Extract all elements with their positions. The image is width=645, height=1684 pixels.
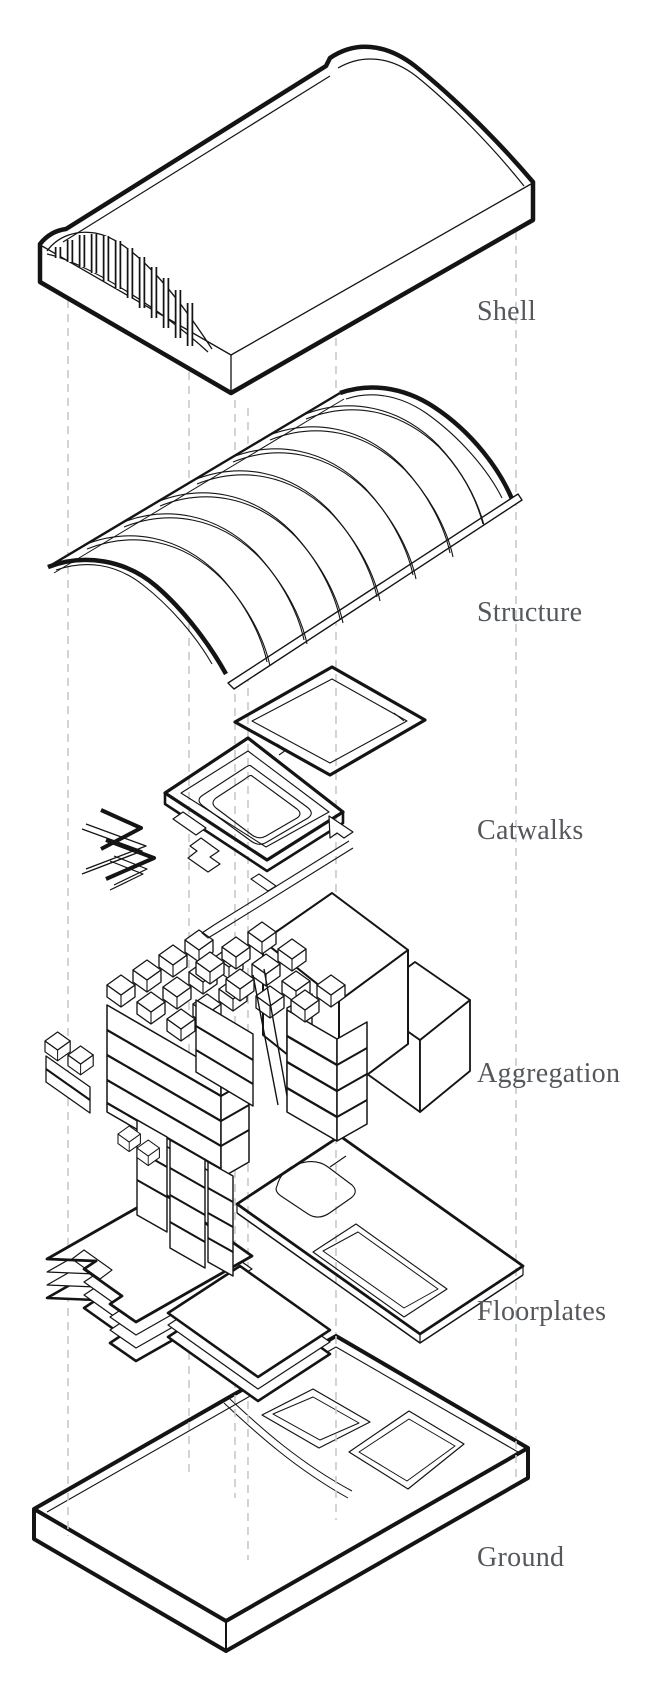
line-art-segment bbox=[348, 1410, 465, 1490]
layer-label-floorplates: Floorplates bbox=[477, 1296, 607, 1327]
line-art-segment bbox=[172, 811, 207, 836]
line-art-segment bbox=[56, 234, 192, 346]
line-art-segment bbox=[275, 1161, 356, 1218]
line-art-segment bbox=[329, 1155, 347, 1168]
line-art-segment bbox=[229, 1398, 353, 1492]
layer-label-catwalks: Catwalks bbox=[477, 815, 584, 846]
line-art-segment bbox=[337, 58, 525, 187]
shell-drawing bbox=[37, 44, 536, 396]
line-art-segment bbox=[162, 976, 192, 1010]
line-art-segment bbox=[46, 1346, 519, 1513]
line-art-segment bbox=[232, 452, 417, 580]
layer-label-ground: Ground bbox=[477, 1542, 565, 1573]
line-art-segment bbox=[193, 470, 378, 598]
line-art-segment bbox=[62, 75, 331, 243]
line-art-segment bbox=[229, 448, 414, 576]
floorplates-drawing bbox=[45, 1134, 525, 1403]
line-art-segment bbox=[81, 823, 147, 875]
line-art-segment bbox=[312, 1223, 448, 1318]
line-art-segment bbox=[109, 855, 148, 891]
line-art-segment bbox=[272, 1396, 360, 1441]
line-art-segment bbox=[266, 426, 451, 554]
line-art-segment bbox=[252, 968, 288, 1106]
line-art-segment bbox=[269, 430, 454, 558]
line-art-segment bbox=[136, 991, 166, 1025]
line-art-segment bbox=[358, 1418, 456, 1482]
line-art-segment bbox=[163, 793, 345, 873]
line-art-segment bbox=[32, 1448, 530, 1653]
line-art-segment bbox=[322, 1231, 439, 1309]
line-art-segment bbox=[37, 44, 536, 396]
layer-label-aggregation: Aggregation bbox=[477, 1058, 621, 1089]
line-art-segment bbox=[328, 815, 354, 839]
line-art-segment bbox=[132, 959, 162, 993]
line-art-segment bbox=[44, 1031, 71, 1062]
line-art-segment bbox=[106, 1029, 222, 1170]
line-art-segment bbox=[67, 1045, 94, 1076]
aggregation-drawing bbox=[44, 892, 471, 1277]
line-art-segment bbox=[136, 1119, 168, 1233]
line-art-segment bbox=[305, 409, 484, 525]
line-art-segment bbox=[180, 750, 330, 848]
line-art-segment bbox=[105, 838, 156, 881]
line-art-segment bbox=[55, 564, 213, 665]
line-art-segment bbox=[236, 1204, 524, 1343]
line-art-segment bbox=[71, 1249, 113, 1280]
projection-guide-tails bbox=[67, 1336, 517, 1560]
layer-label-shell: Shell bbox=[477, 296, 537, 327]
line-art-segment bbox=[47, 557, 228, 676]
line-art-segment bbox=[195, 999, 254, 1107]
line-art-segment bbox=[345, 394, 503, 499]
line-art-segment bbox=[48, 387, 514, 690]
line-art-segment bbox=[276, 712, 405, 756]
line-art-segment bbox=[187, 837, 221, 873]
line-art-segment bbox=[156, 492, 341, 620]
line-art-segment bbox=[45, 1068, 91, 1101]
line-art-segment bbox=[212, 774, 301, 839]
line-art-segment bbox=[158, 944, 188, 978]
catwalks-drawing bbox=[81, 665, 427, 939]
line-art-segment bbox=[251, 678, 408, 764]
layer-label-structure: Structure bbox=[477, 597, 583, 628]
line-art-segment bbox=[213, 840, 354, 933]
line-art-segment bbox=[195, 1025, 254, 1085]
line-art-segment bbox=[123, 517, 308, 645]
ground-drawing bbox=[32, 1334, 530, 1653]
line-art-segment bbox=[207, 1187, 234, 1253]
line-art-segment bbox=[86, 539, 271, 667]
line-art-segment bbox=[163, 736, 345, 862]
line-art-segment bbox=[106, 974, 136, 1008]
line-art-segment bbox=[261, 1388, 371, 1449]
line-art-segment bbox=[233, 665, 427, 777]
line-art-segment bbox=[339, 385, 517, 505]
line-art-segment bbox=[166, 1008, 196, 1042]
line-art-segment bbox=[83, 535, 268, 663]
line-art-segment bbox=[169, 1167, 206, 1243]
line-art-segment bbox=[32, 1334, 530, 1623]
line-art-segment bbox=[159, 496, 344, 624]
line-art-segment bbox=[120, 513, 305, 641]
line-art-segment bbox=[286, 1034, 338, 1119]
line-art-segment bbox=[250, 873, 277, 892]
line-art-segment bbox=[198, 764, 312, 845]
line-art-segment bbox=[166, 1264, 332, 1379]
line-art-segment bbox=[201, 924, 219, 939]
structure-drawing bbox=[47, 385, 523, 690]
line-art-segment bbox=[196, 474, 381, 602]
line-art-segment bbox=[336, 1047, 368, 1118]
line-art-segment bbox=[227, 493, 523, 690]
